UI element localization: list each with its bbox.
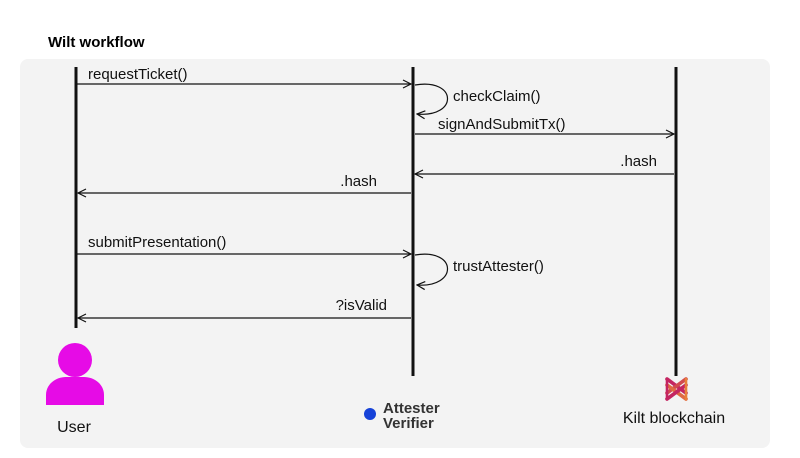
message-is-valid: ?isValid (78, 297, 411, 318)
user-icon (46, 343, 104, 405)
message-label: submitPresentation() (88, 234, 226, 251)
message-hash-to-attester: .hash (415, 153, 674, 174)
message-label: checkClaim() (453, 88, 541, 105)
user-label: User (57, 419, 91, 436)
message-hash-to-user: .hash (78, 173, 411, 193)
message-request-ticket: requestTicket() (77, 66, 411, 84)
message-label: .hash (620, 153, 657, 170)
message-check-claim: checkClaim() (414, 83, 541, 114)
message-label: requestTicket() (88, 66, 187, 83)
message-sign-and-submit: signAndSubmitTx() (415, 116, 674, 134)
diagram-title: Wilt workflow (48, 34, 145, 51)
message-label: signAndSubmitTx() (438, 116, 566, 133)
message-label: ?isValid (336, 297, 387, 314)
kilt-label: Kilt blockchain (623, 410, 725, 427)
attester-label-line1: Attester (383, 400, 440, 417)
message-submit-presentation: submitPresentation() (77, 234, 411, 254)
attester-dot-icon (364, 408, 376, 420)
message-label: .hash (340, 173, 377, 190)
kilt-logo-icon (665, 377, 688, 401)
message-label: trustAttester() (453, 258, 544, 275)
attester-label-line2: Verifier (383, 415, 434, 432)
message-trust-attester: trustAttester() (414, 253, 544, 285)
